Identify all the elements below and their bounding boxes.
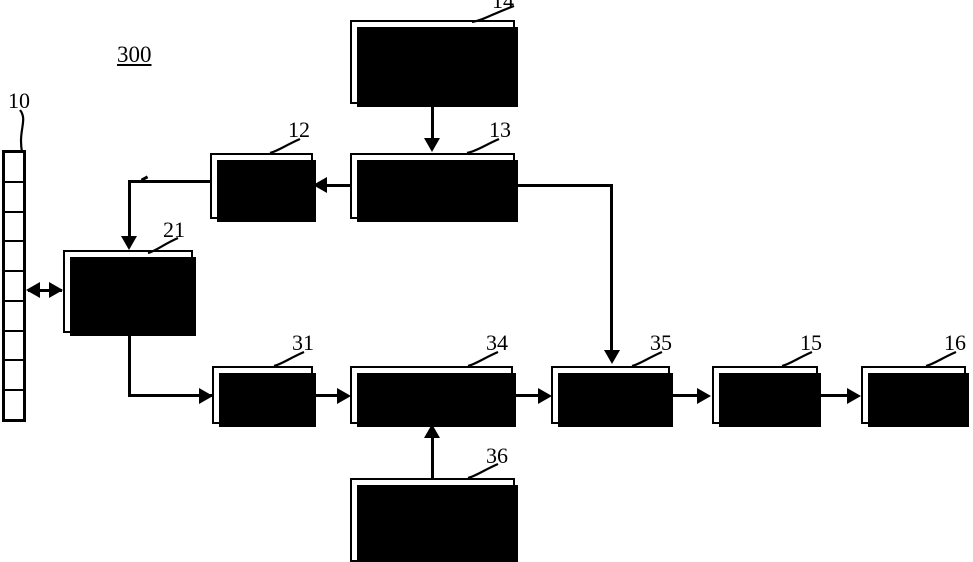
- arrowhead-into-beamformer-bottom: [424, 424, 440, 438]
- transducer-element: [5, 361, 23, 392]
- leader-line-36: [467, 462, 499, 480]
- transducer-element: [5, 332, 23, 362]
- block-label: Echo Processor: [726, 372, 804, 416]
- leader-line-12: [269, 137, 301, 155]
- connector-35-to-15: [670, 394, 700, 397]
- connector-14-to-13: [431, 104, 434, 140]
- connector-34-to-35: [513, 394, 543, 397]
- transducer-element: [5, 272, 23, 302]
- block-label: Scan Converter: [873, 372, 954, 416]
- block-label: Pulse Compressor: [562, 372, 659, 416]
- arrowhead-into-scan-converter: [847, 388, 861, 404]
- block-beamformer: Beamformer: [350, 366, 516, 427]
- block-label: Transmitting /Receiving Switch: [79, 260, 177, 322]
- block-label: Transmission Pattern Memory: [367, 163, 498, 207]
- ref-numeral-34: 34: [486, 330, 508, 355]
- ref-numeral-12: 12: [288, 117, 310, 142]
- ref-numeral-21: 21: [163, 217, 185, 242]
- ref-numeral-14: 14: [492, 0, 514, 13]
- arrowhead-into-pulse-compressor: [538, 388, 552, 404]
- connector-13-to-35-horizontal: [515, 184, 613, 187]
- arrowhead-into-array: [26, 282, 40, 298]
- arrowhead-into-echo-processor: [697, 388, 711, 404]
- block-echo-processor: Echo Processor: [712, 366, 821, 427]
- connector-21-to-31-vertical: [128, 333, 131, 396]
- arrowhead-into-receiver: [199, 388, 213, 404]
- connector-12-to-21-horizontal: [128, 180, 212, 183]
- block-receive-focusing-delay-memory: Receive- Focusing Delay memory: [350, 478, 518, 562]
- leader-line-31: [273, 350, 305, 368]
- transducer-element: [5, 213, 23, 243]
- connector-array-to-switch: [28, 289, 62, 292]
- block-label: Beamformer: [380, 383, 483, 406]
- arrowhead-into-pulser: [313, 177, 327, 193]
- figure-number: 300: [117, 42, 152, 67]
- block-transmit-focusing-delay-memory: Transmit- Focusing Delay memory: [350, 20, 518, 107]
- connector-13-to-35-vertical: [610, 184, 613, 352]
- ref-numeral-15: 15: [800, 330, 822, 355]
- connector-13-to-12: [326, 184, 352, 187]
- block-label: Receiver: [226, 383, 299, 406]
- leader-line-10: [19, 109, 25, 153]
- connector-36-to-34: [431, 438, 434, 480]
- arrowhead-into-pulse-compressor-top: [604, 350, 620, 364]
- ref-numeral-36: 36: [486, 443, 508, 468]
- connector-31-to-34: [313, 394, 341, 397]
- block-scan-converter: Scan Converter: [861, 366, 969, 427]
- leader-line-35: [631, 350, 663, 368]
- connector-12-to-21-vertical: [128, 180, 131, 238]
- ref-numeral-16: 16: [944, 330, 966, 355]
- block-pulse-compressor: Pulse Compressor: [551, 366, 673, 427]
- transducer-element: [5, 302, 23, 332]
- transducer-element: [5, 183, 23, 213]
- transducer-element: [5, 391, 23, 419]
- block-label: Receive- Focusing Delay memory: [372, 487, 493, 552]
- block-pulser: Pulser: [210, 153, 316, 222]
- leader-line-13: [466, 137, 500, 155]
- block-label: Pulser: [236, 174, 287, 197]
- leader-line-14: [471, 4, 515, 24]
- transducer-element: [5, 153, 23, 183]
- transducer-array: [2, 150, 26, 422]
- block-label: Transmit- Focusing Delay memory: [372, 29, 493, 94]
- ref-numeral-13: 13: [489, 117, 511, 142]
- arrowhead-into-switch: [121, 236, 137, 250]
- transducer-element: [5, 242, 23, 273]
- connector-15-to-16: [818, 394, 850, 397]
- leader-line-34: [467, 350, 499, 368]
- leader-line-16: [925, 350, 957, 368]
- block-receiver: Receiver: [212, 366, 316, 427]
- block-transmission-pattern-memory: Transmission Pattern Memory: [350, 153, 518, 222]
- ref-numeral-35: 35: [650, 330, 672, 355]
- arrowhead-into-transmission-pattern-memory: [424, 138, 440, 152]
- leader-line-15: [781, 350, 813, 368]
- connector-21-to-31-horizontal: [128, 394, 212, 397]
- block-transmitting-receiving-switch: Transmitting /Receiving Switch: [63, 250, 196, 336]
- arrowhead-into-beamformer: [337, 388, 351, 404]
- ref-numeral-10: 10: [8, 88, 30, 113]
- arrowhead-into-switch-left: [49, 282, 63, 298]
- leader-line-21: [147, 236, 179, 255]
- ref-numeral-31: 31: [292, 330, 314, 355]
